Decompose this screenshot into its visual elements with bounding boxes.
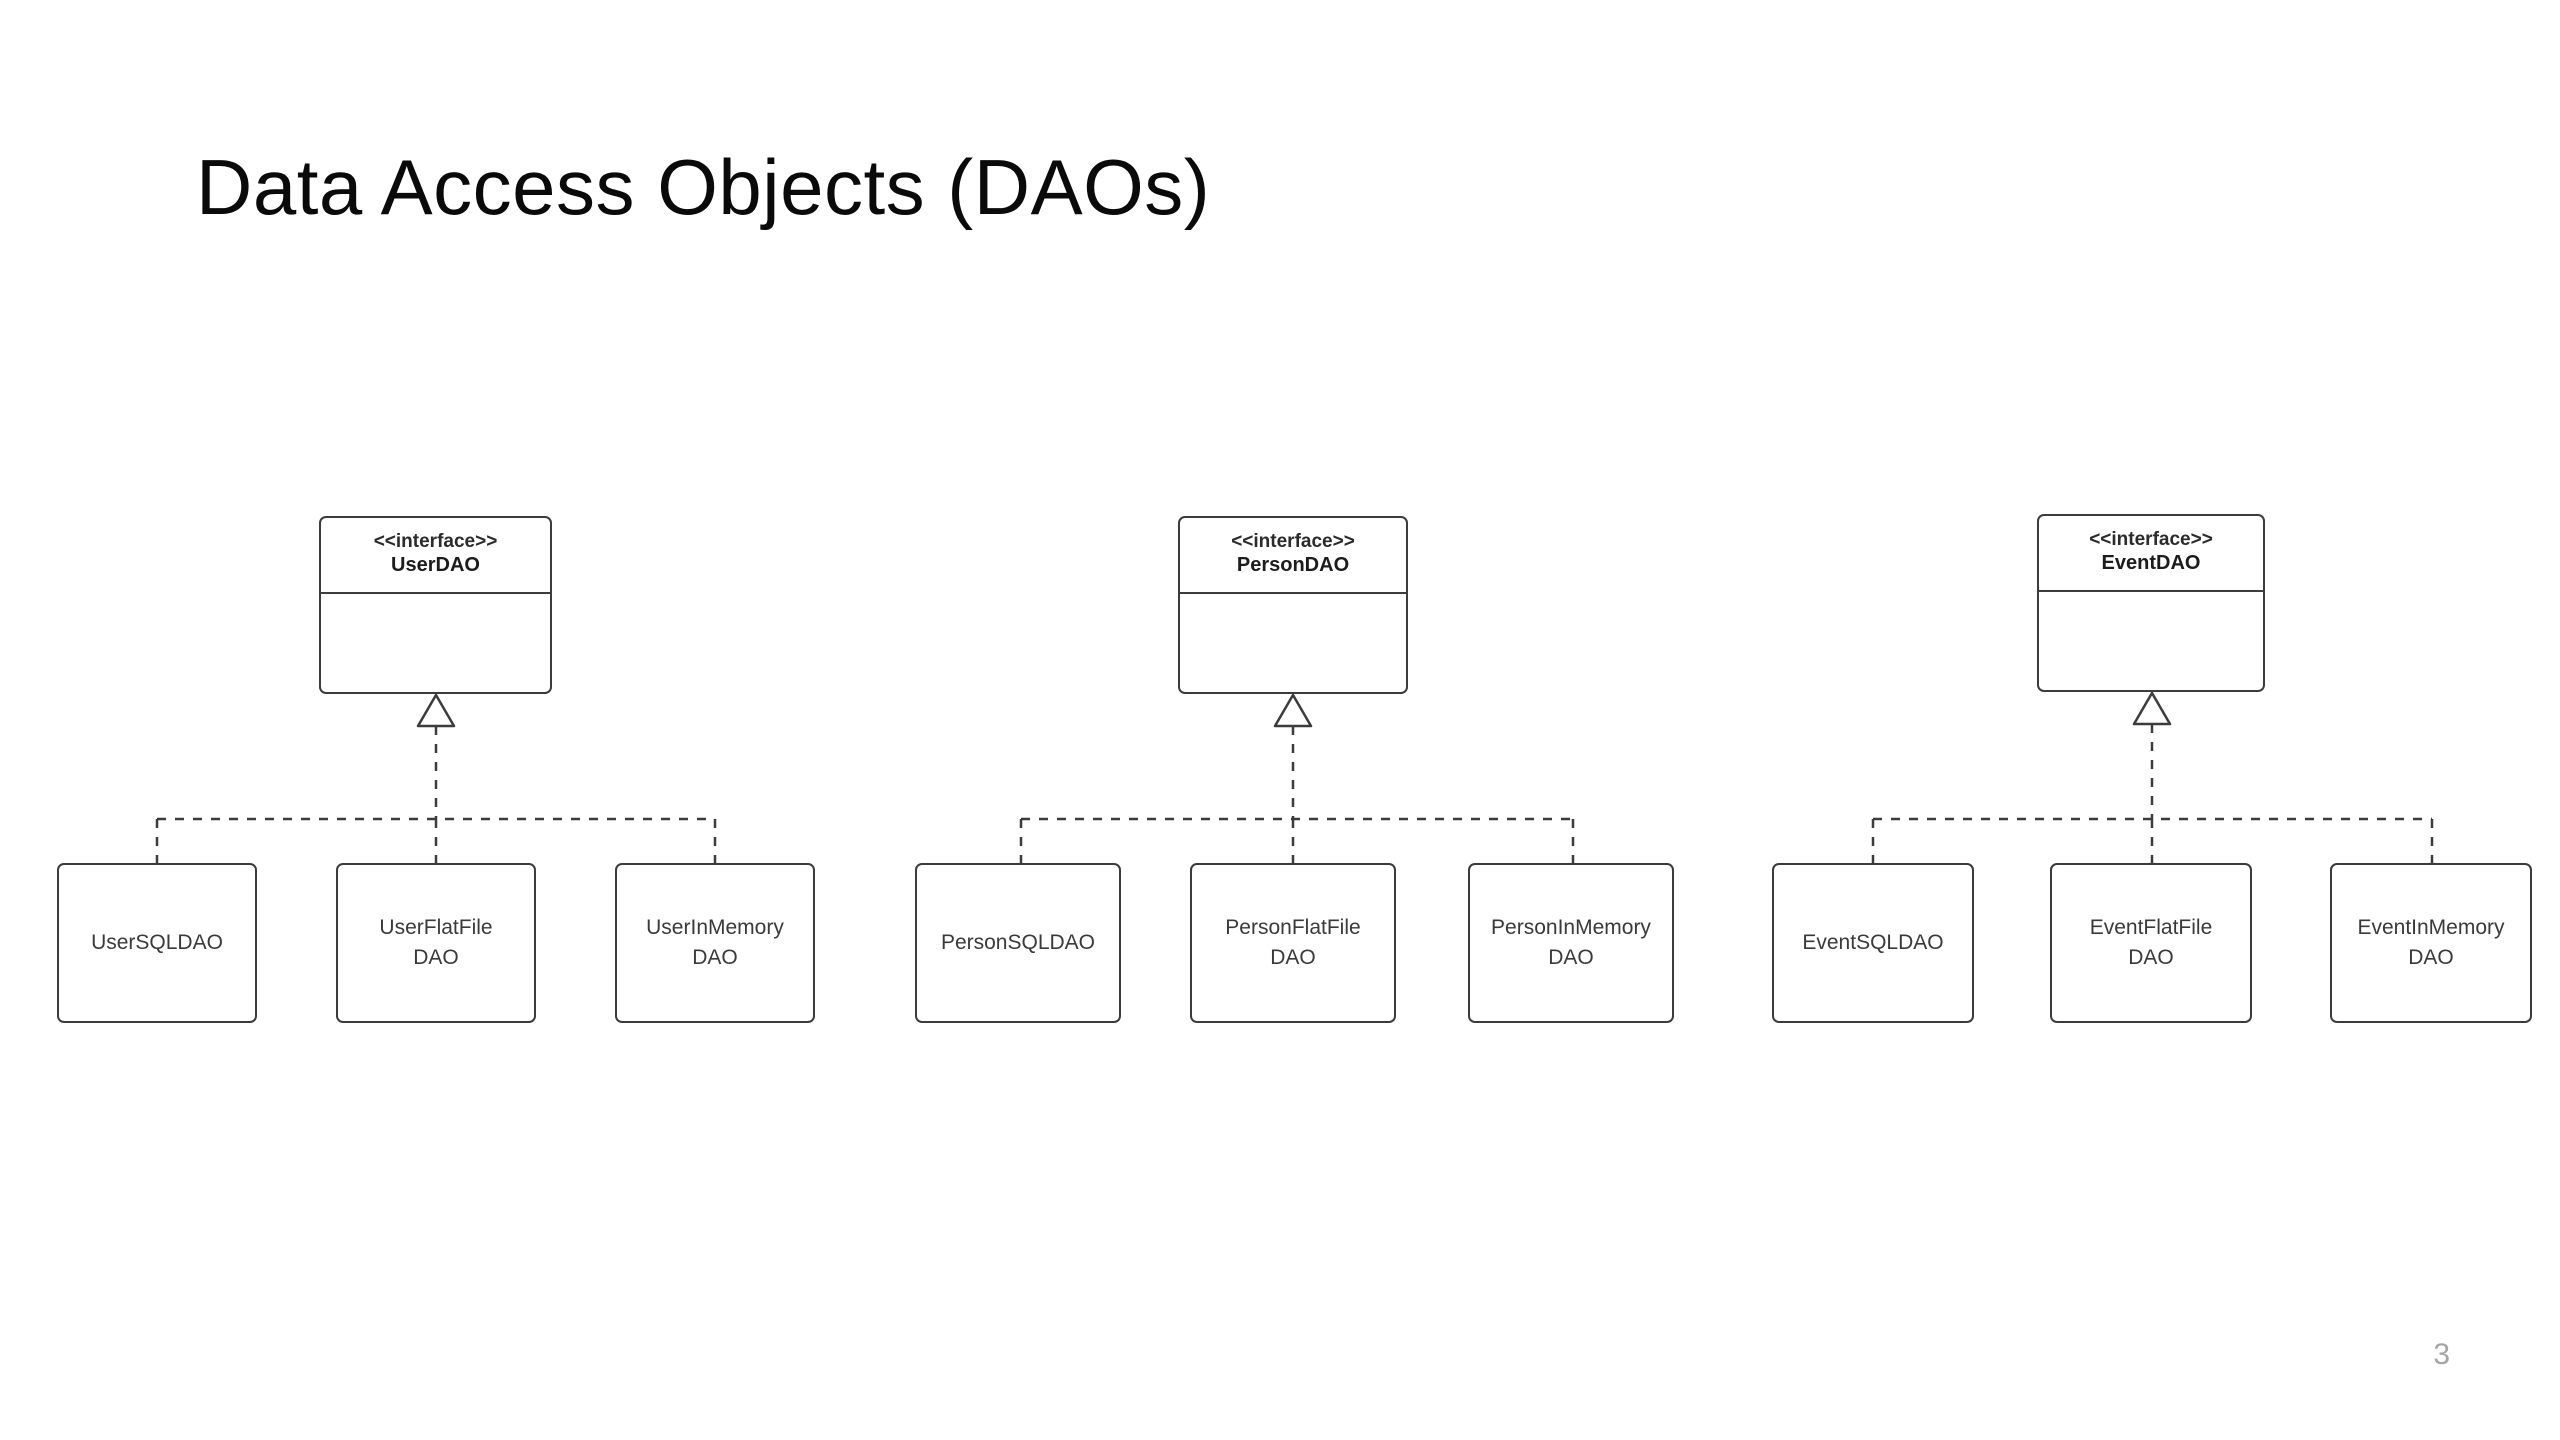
class-label: PersonInMemory DAO — [1491, 915, 1651, 969]
interface-members-compartment — [1180, 594, 1406, 692]
interface-box-eventdao[interactable]: <<interface>> EventDAO — [2037, 514, 2265, 692]
class-label: PersonSQLDAO — [940, 930, 1096, 954]
interface-stereotype: <<interface>> — [373, 531, 498, 553]
interface-stereotype: <<interface>> — [2089, 529, 2213, 551]
interface-name: EventDAO — [2101, 551, 2201, 574]
realization-triangle-user — [416, 693, 456, 728]
class-box-usersqldao[interactable]: UserSQLDAO — [57, 863, 257, 1023]
class-label: PersonFlatFile DAO — [1225, 915, 1361, 969]
realization-triangle-event — [2132, 691, 2172, 726]
interface-header-userdao: <<interface>> UserDAO — [321, 518, 550, 594]
class-label: UserFlatFile DAO — [379, 915, 493, 969]
class-label: EventSQLDAO — [1802, 930, 1944, 954]
page-title: Data Access Objects (DAOs) — [196, 143, 1211, 231]
class-box-userinmemorydao[interactable]: UserInMemory DAO — [615, 863, 815, 1023]
interface-box-userdao[interactable]: <<interface>> UserDAO — [319, 516, 552, 694]
interface-header-eventdao: <<interface>> EventDAO — [2039, 516, 2263, 592]
class-box-eventflatfiledao[interactable]: EventFlatFile DAO — [2050, 863, 2252, 1023]
class-box-eventsqldao[interactable]: EventSQLDAO — [1772, 863, 1974, 1023]
realization-triangle-person — [1273, 693, 1313, 728]
class-box-personinmemorydao[interactable]: PersonInMemory DAO — [1468, 863, 1674, 1023]
interface-members-compartment — [321, 594, 550, 692]
interface-stereotype: <<interface>> — [1231, 531, 1355, 553]
realization-connector-person — [1019, 693, 1575, 863]
class-label: EventFlatFile DAO — [2089, 915, 2213, 969]
class-label: UserInMemory DAO — [646, 915, 784, 969]
page-number: 3 — [2433, 1338, 2450, 1371]
interface-name: PersonDAO — [1236, 553, 1350, 576]
realization-connector-user — [155, 693, 717, 863]
class-box-personsqldao[interactable]: PersonSQLDAO — [915, 863, 1121, 1023]
class-box-userflatfiledao[interactable]: UserFlatFile DAO — [336, 863, 536, 1023]
interface-header-persondao: <<interface>> PersonDAO — [1180, 518, 1406, 594]
class-label: UserSQLDAO — [91, 930, 223, 954]
interface-box-persondao[interactable]: <<interface>> PersonDAO — [1178, 516, 1408, 694]
class-box-eventinmemorydao[interactable]: EventInMemory DAO — [2330, 863, 2532, 1023]
realization-connector-event — [1871, 691, 2434, 863]
class-label: EventInMemory DAO — [2357, 915, 2505, 969]
interface-members-compartment — [2039, 592, 2263, 690]
interface-name: UserDAO — [391, 553, 480, 576]
class-box-personflatfiledao[interactable]: PersonFlatFile DAO — [1190, 863, 1396, 1023]
